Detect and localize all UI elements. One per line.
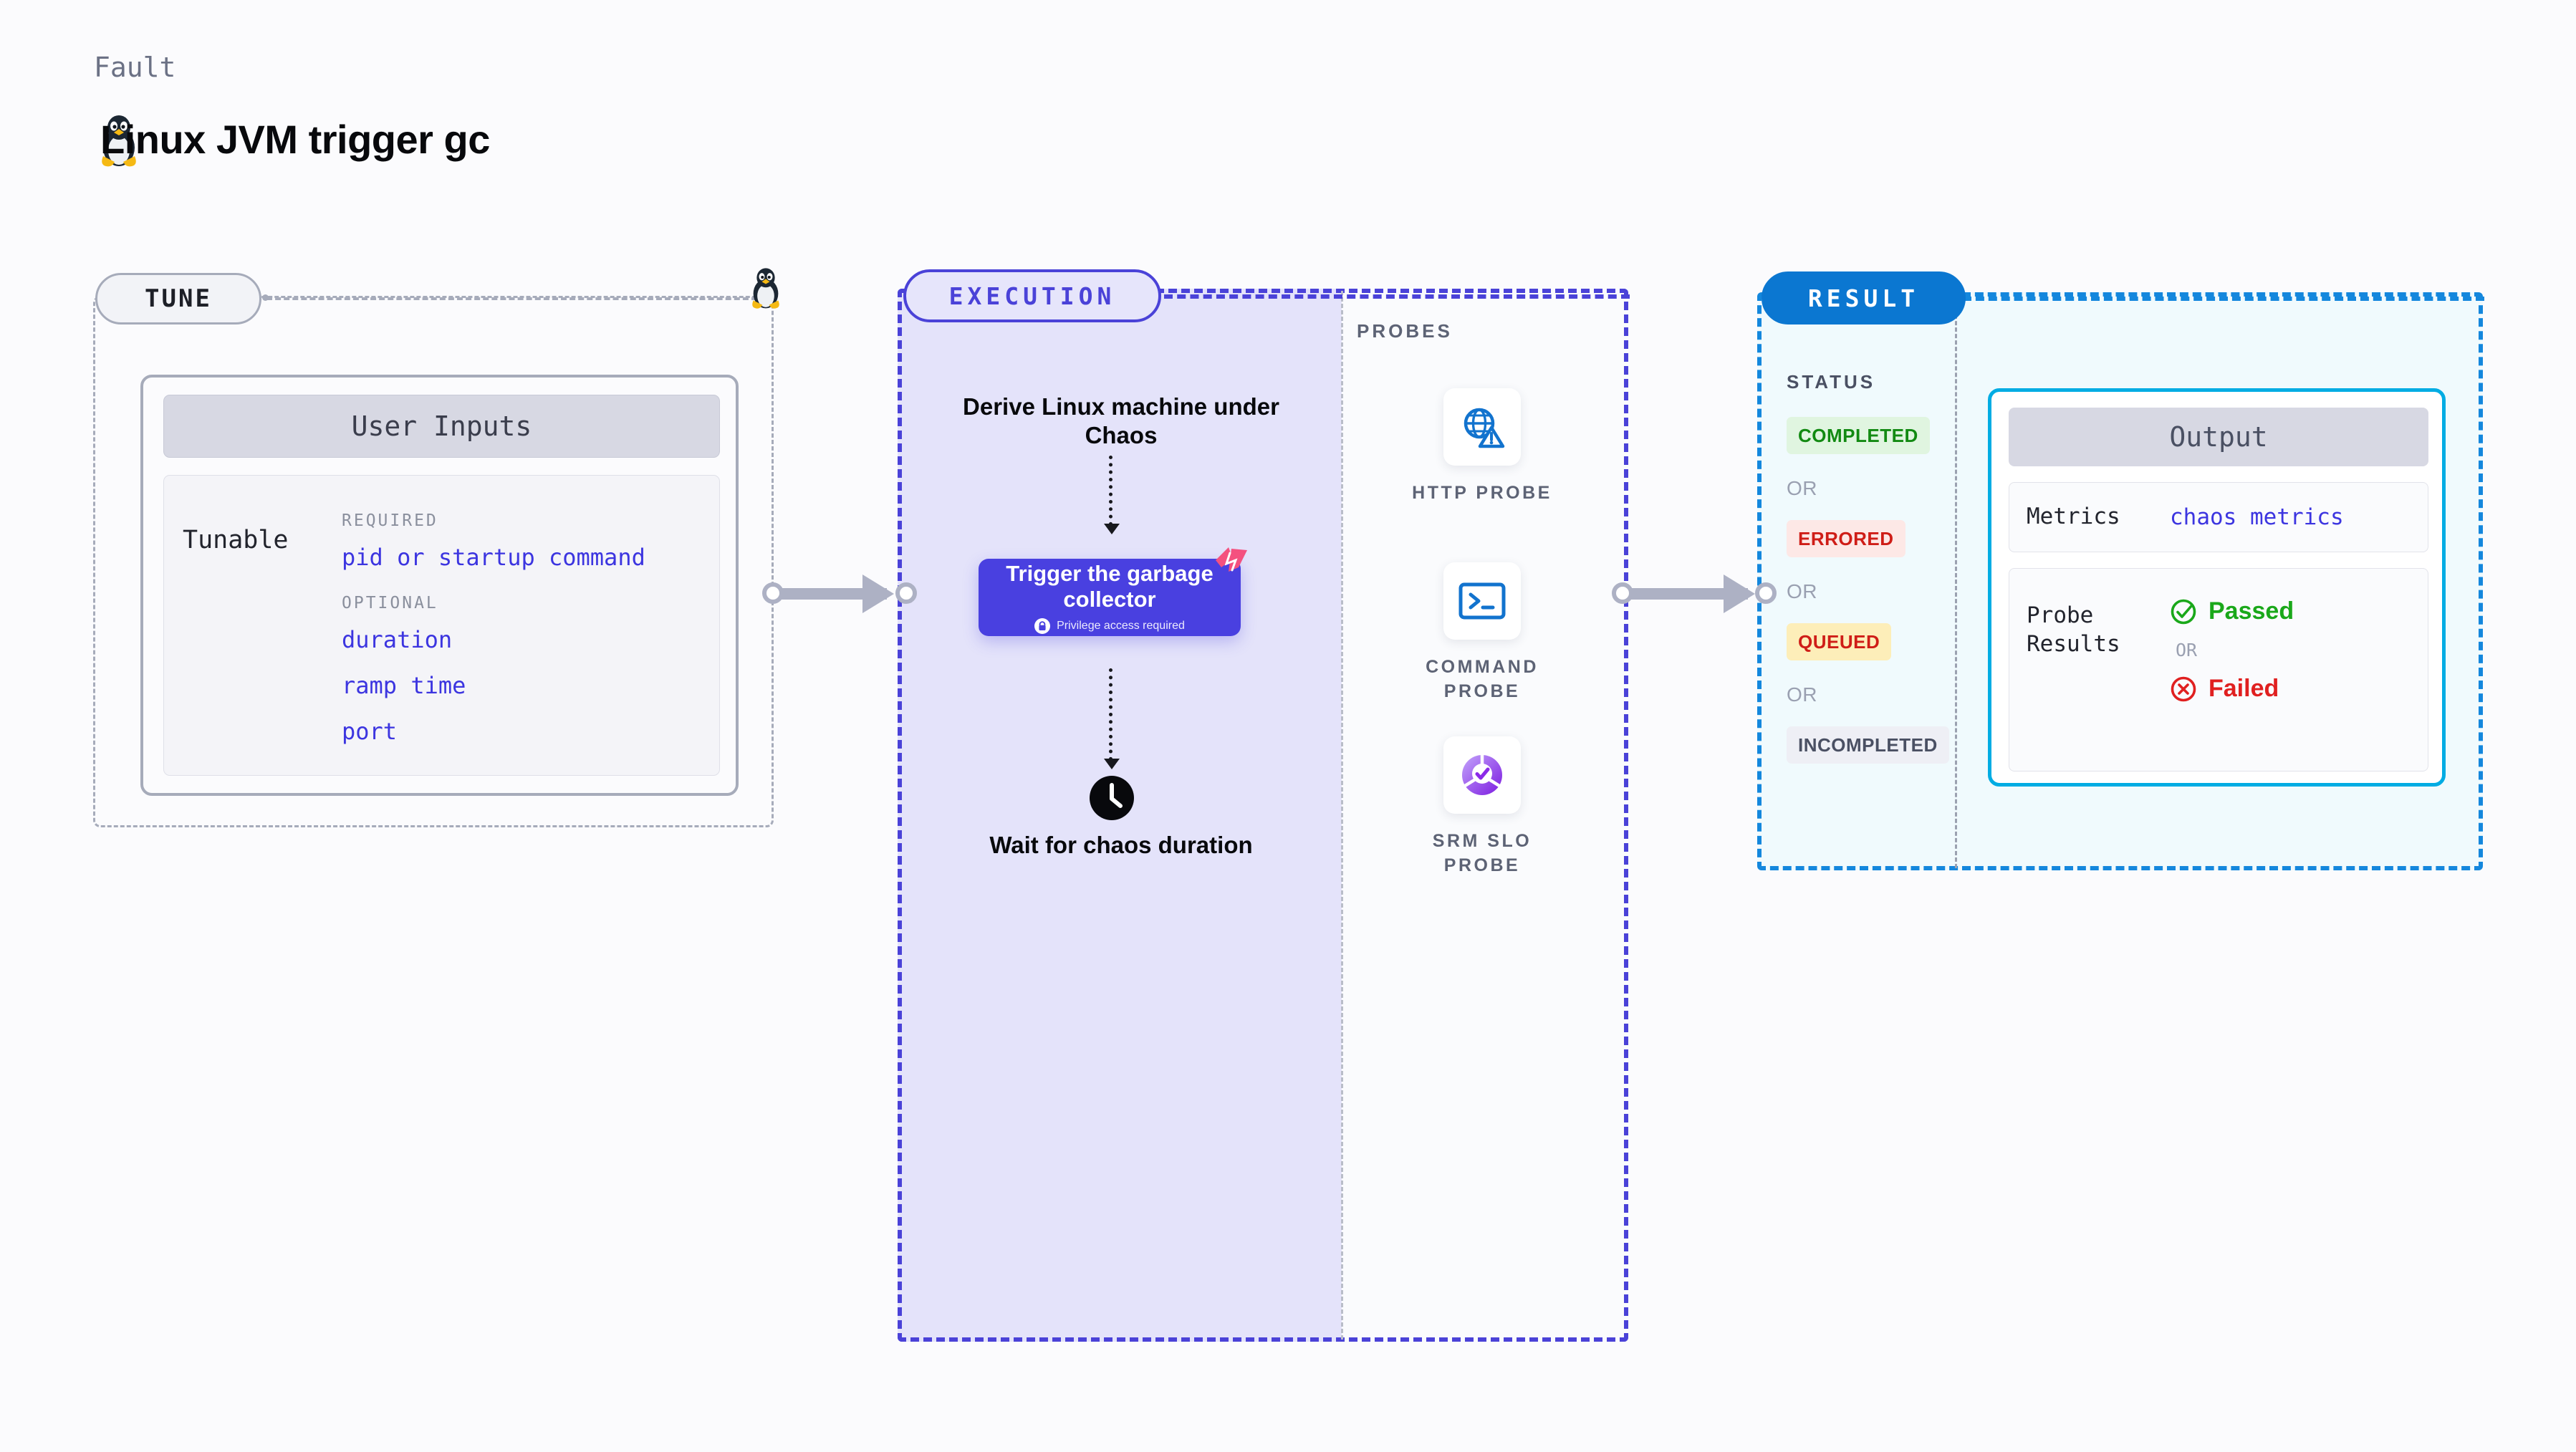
connector-start-dot	[1612, 582, 1633, 604]
tunable-item-duration[interactable]: duration	[342, 626, 453, 653]
status-or-label: OR	[1787, 683, 1817, 706]
tune-line-dot	[262, 294, 269, 301]
linux-penguin-icon	[752, 268, 779, 309]
result-header-line	[1963, 297, 2484, 301]
check-circle-icon	[2171, 599, 2196, 624]
execution-probes-panel	[898, 289, 1628, 1342]
status-badge-incompleted: INCOMPLETED	[1787, 726, 1949, 764]
output-card: Output Metrics chaos metrics Probe Resul…	[1988, 388, 2446, 787]
user-inputs-card: User Inputs Tunable REQUIRED pid or star…	[140, 375, 739, 796]
tunable-items: REQUIRED pid or startup command OPTIONAL…	[342, 511, 700, 764]
execution-step-wait: Wait for chaos duration	[989, 832, 1253, 858]
output-header: Output	[2009, 408, 2428, 466]
execution-header-line	[1164, 294, 1630, 299]
probe-results-or-label: OR	[2176, 640, 2198, 660]
phase-badge-result[interactable]: RESULT	[1762, 271, 1966, 324]
status-or-label: OR	[1787, 580, 1817, 602]
user-inputs-header: User Inputs	[163, 395, 720, 458]
execution-node-title: Trigger the garbage collector	[1006, 561, 1213, 612]
tunable-item-ramp-time[interactable]: ramp time	[342, 672, 466, 699]
slo-donut-check-icon	[1462, 755, 1502, 795]
output-metrics-row: Metrics chaos metrics	[2009, 482, 2428, 552]
probe-http[interactable]: HTTP PROBE	[1400, 388, 1565, 506]
clock-icon	[1090, 776, 1134, 820]
connector-line	[1622, 588, 1748, 600]
result-divider	[1955, 295, 1957, 868]
tune-header-line	[266, 297, 757, 300]
phase-badge-execution[interactable]: EXECUTION	[903, 269, 1161, 322]
flow-arrow-node-to-wait	[1104, 668, 1120, 769]
status-label: STATUS	[1787, 371, 1876, 393]
terminal-icon	[1458, 582, 1506, 620]
probe-label: SRM SLO PROBE	[1432, 831, 1532, 875]
connector-end-dot	[895, 582, 917, 604]
connector-execution-to-result	[1612, 574, 1780, 613]
metrics-value[interactable]: chaos metrics	[2170, 504, 2344, 530]
tunable-section: Tunable REQUIRED pid or startup command …	[163, 475, 720, 776]
connector-start-dot	[762, 582, 784, 604]
probe-icon-card	[1443, 388, 1521, 466]
probe-label: HTTP PROBE	[1412, 483, 1552, 503]
privilege-note: Privilege access required	[1034, 617, 1185, 634]
probe-icon-card	[1443, 562, 1521, 640]
status-or-label: OR	[1787, 477, 1817, 499]
phase-badge-tune[interactable]: TUNE	[95, 273, 261, 324]
connector-tune-to-execution	[762, 574, 920, 613]
harness-chaos-icon	[1216, 547, 1247, 572]
connector-arrowhead	[862, 574, 894, 613]
execution-step-derive: Derive Linux machine under Chaos	[963, 393, 1279, 449]
status-badge-queued: QUEUED	[1787, 623, 1892, 660]
flow-arrow-derive-to-node	[1104, 456, 1120, 534]
connector-arrowhead	[1724, 574, 1755, 613]
probe-icon-card	[1443, 736, 1521, 814]
optional-group-label: OPTIONAL	[342, 594, 438, 612]
passed-label: Passed	[2209, 597, 2294, 625]
page-title: Linux JVM trigger gc	[100, 117, 490, 162]
metrics-key: Metrics	[2027, 504, 2120, 530]
probe-srm-slo[interactable]: SRM SLO PROBE	[1400, 736, 1565, 878]
page-title-row: Linux JVM trigger gc	[100, 116, 490, 163]
linux-penguin-icon	[102, 115, 136, 167]
failed-label: Failed	[2209, 675, 2279, 702]
required-group-label: REQUIRED	[342, 511, 438, 530]
probe-label: COMMAND PROBE	[1426, 657, 1539, 701]
probe-result-failed: Failed	[2170, 675, 2294, 703]
connector-line	[772, 588, 887, 600]
tunable-item-port[interactable]: port	[342, 718, 398, 745]
tunable-item-pid[interactable]: pid or startup command	[342, 544, 645, 571]
status-badge-completed: COMPLETED	[1787, 417, 1930, 454]
tunable-label: Tunable	[183, 526, 289, 554]
probes-divider	[1341, 291, 1343, 1340]
probes-label: PROBES	[1357, 320, 1453, 342]
probe-result-passed: Passed	[2170, 597, 2294, 625]
status-badge-errored: ERRORED	[1787, 520, 1905, 557]
probe-results-key: Probe Results	[2027, 602, 2120, 657]
page-kicker: Fault	[94, 52, 176, 83]
probe-results-values: Passed OR Failed	[2170, 597, 2294, 703]
globe-warning-icon	[1464, 408, 1505, 448]
lock-icon	[1034, 617, 1051, 634]
privilege-label: Privilege access required	[1057, 619, 1185, 632]
execution-node-trigger-gc[interactable]: Trigger the garbage collector Privilege …	[979, 559, 1241, 636]
output-probe-results-row: Probe Results Passed OR Failed	[2009, 568, 2428, 771]
probe-command[interactable]: COMMAND PROBE	[1400, 562, 1565, 704]
x-circle-icon	[2171, 676, 2196, 701]
connector-end-dot	[1755, 582, 1777, 604]
